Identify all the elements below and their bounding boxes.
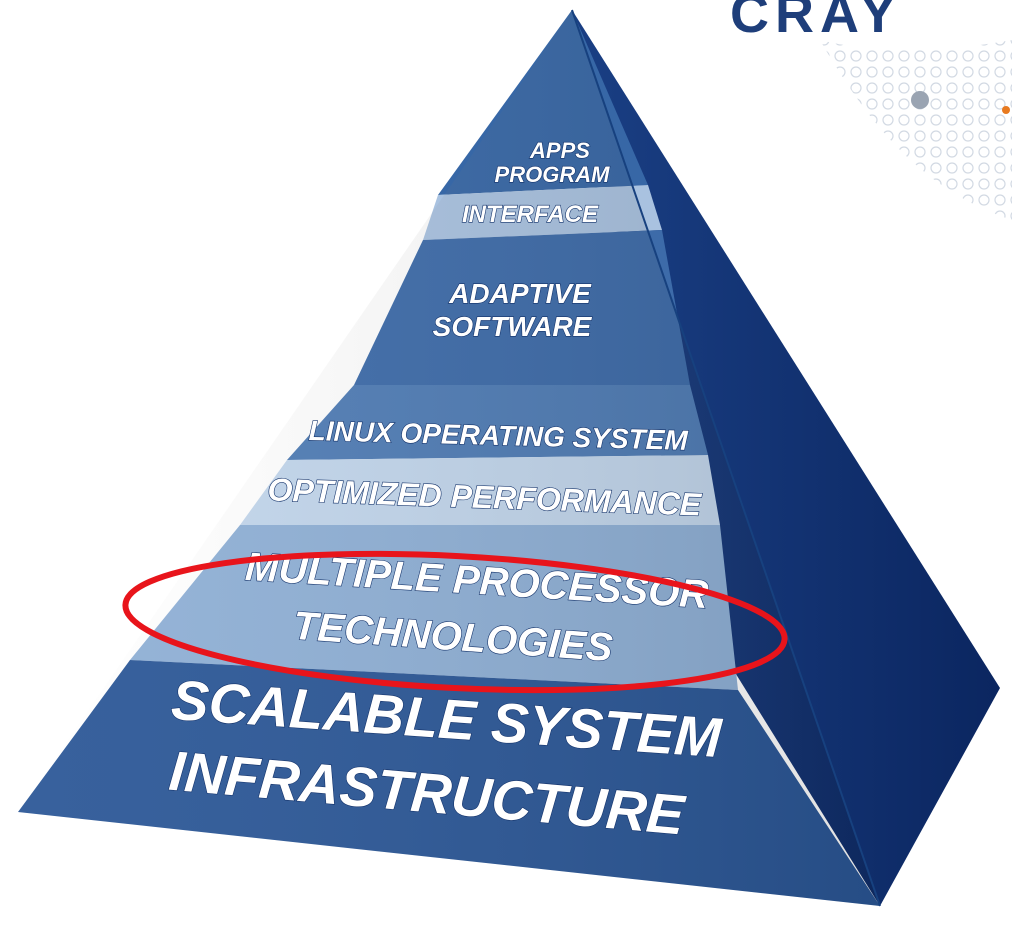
cray-logo: CRAY [730, 0, 902, 44]
tier-adaptive-label-1: ADAPTIVE [448, 278, 592, 309]
tier-interface-label: INTERFACE [462, 201, 599, 228]
pyramid-side-face [572, 10, 1000, 906]
logo-dot-pattern [820, 40, 1012, 220]
pyramid-edge [571, 9, 881, 907]
highlight-ellipse [122, 550, 788, 694]
tier-apps-label-1: APPS [529, 138, 590, 163]
tier-apps-label-2: PROGRAM [495, 162, 611, 187]
tier-adaptive-label-2: SOFTWARE [433, 311, 593, 342]
